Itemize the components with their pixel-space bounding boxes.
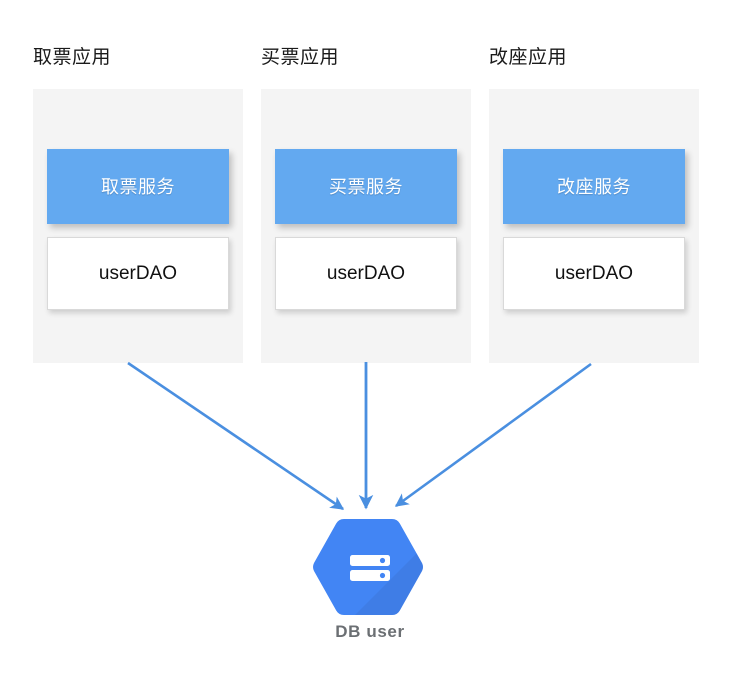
hexagon-body: [313, 518, 423, 615]
database-hexagon-icon[interactable]: [312, 516, 424, 618]
app-panel-1: 取票服务 userDAO: [33, 89, 243, 363]
dao-box-3[interactable]: userDAO: [503, 237, 685, 310]
app-panel-2: 买票服务 userDAO: [261, 89, 471, 363]
server-bars: [350, 555, 390, 581]
app-title-2: 买票应用: [261, 47, 340, 68]
database-label: DB user: [335, 622, 405, 641]
service-label-1: 取票服务: [101, 176, 175, 197]
dao-box-1[interactable]: userDAO: [47, 237, 229, 310]
app-panel-3: 改座服务 userDAO: [489, 89, 699, 363]
arrow-app3-to-db: [394, 362, 592, 508]
dao-label-2: userDAO: [326, 263, 406, 284]
service-label-2: 买票服务: [329, 176, 403, 197]
service-label-3: 改座服务: [557, 176, 631, 197]
arrow-app1-to-db: [127, 361, 345, 511]
dao-label-1: userDAO: [98, 263, 178, 284]
service-box-2[interactable]: 买票服务: [275, 149, 457, 224]
service-box-3[interactable]: 改座服务: [503, 149, 685, 224]
dao-label-3: userDAO: [554, 263, 634, 284]
service-box-1[interactable]: 取票服务: [47, 149, 229, 224]
dao-box-2[interactable]: userDAO: [275, 237, 457, 310]
app-title-1: 取票应用: [33, 47, 112, 68]
app-title-3: 改座应用: [489, 47, 568, 68]
